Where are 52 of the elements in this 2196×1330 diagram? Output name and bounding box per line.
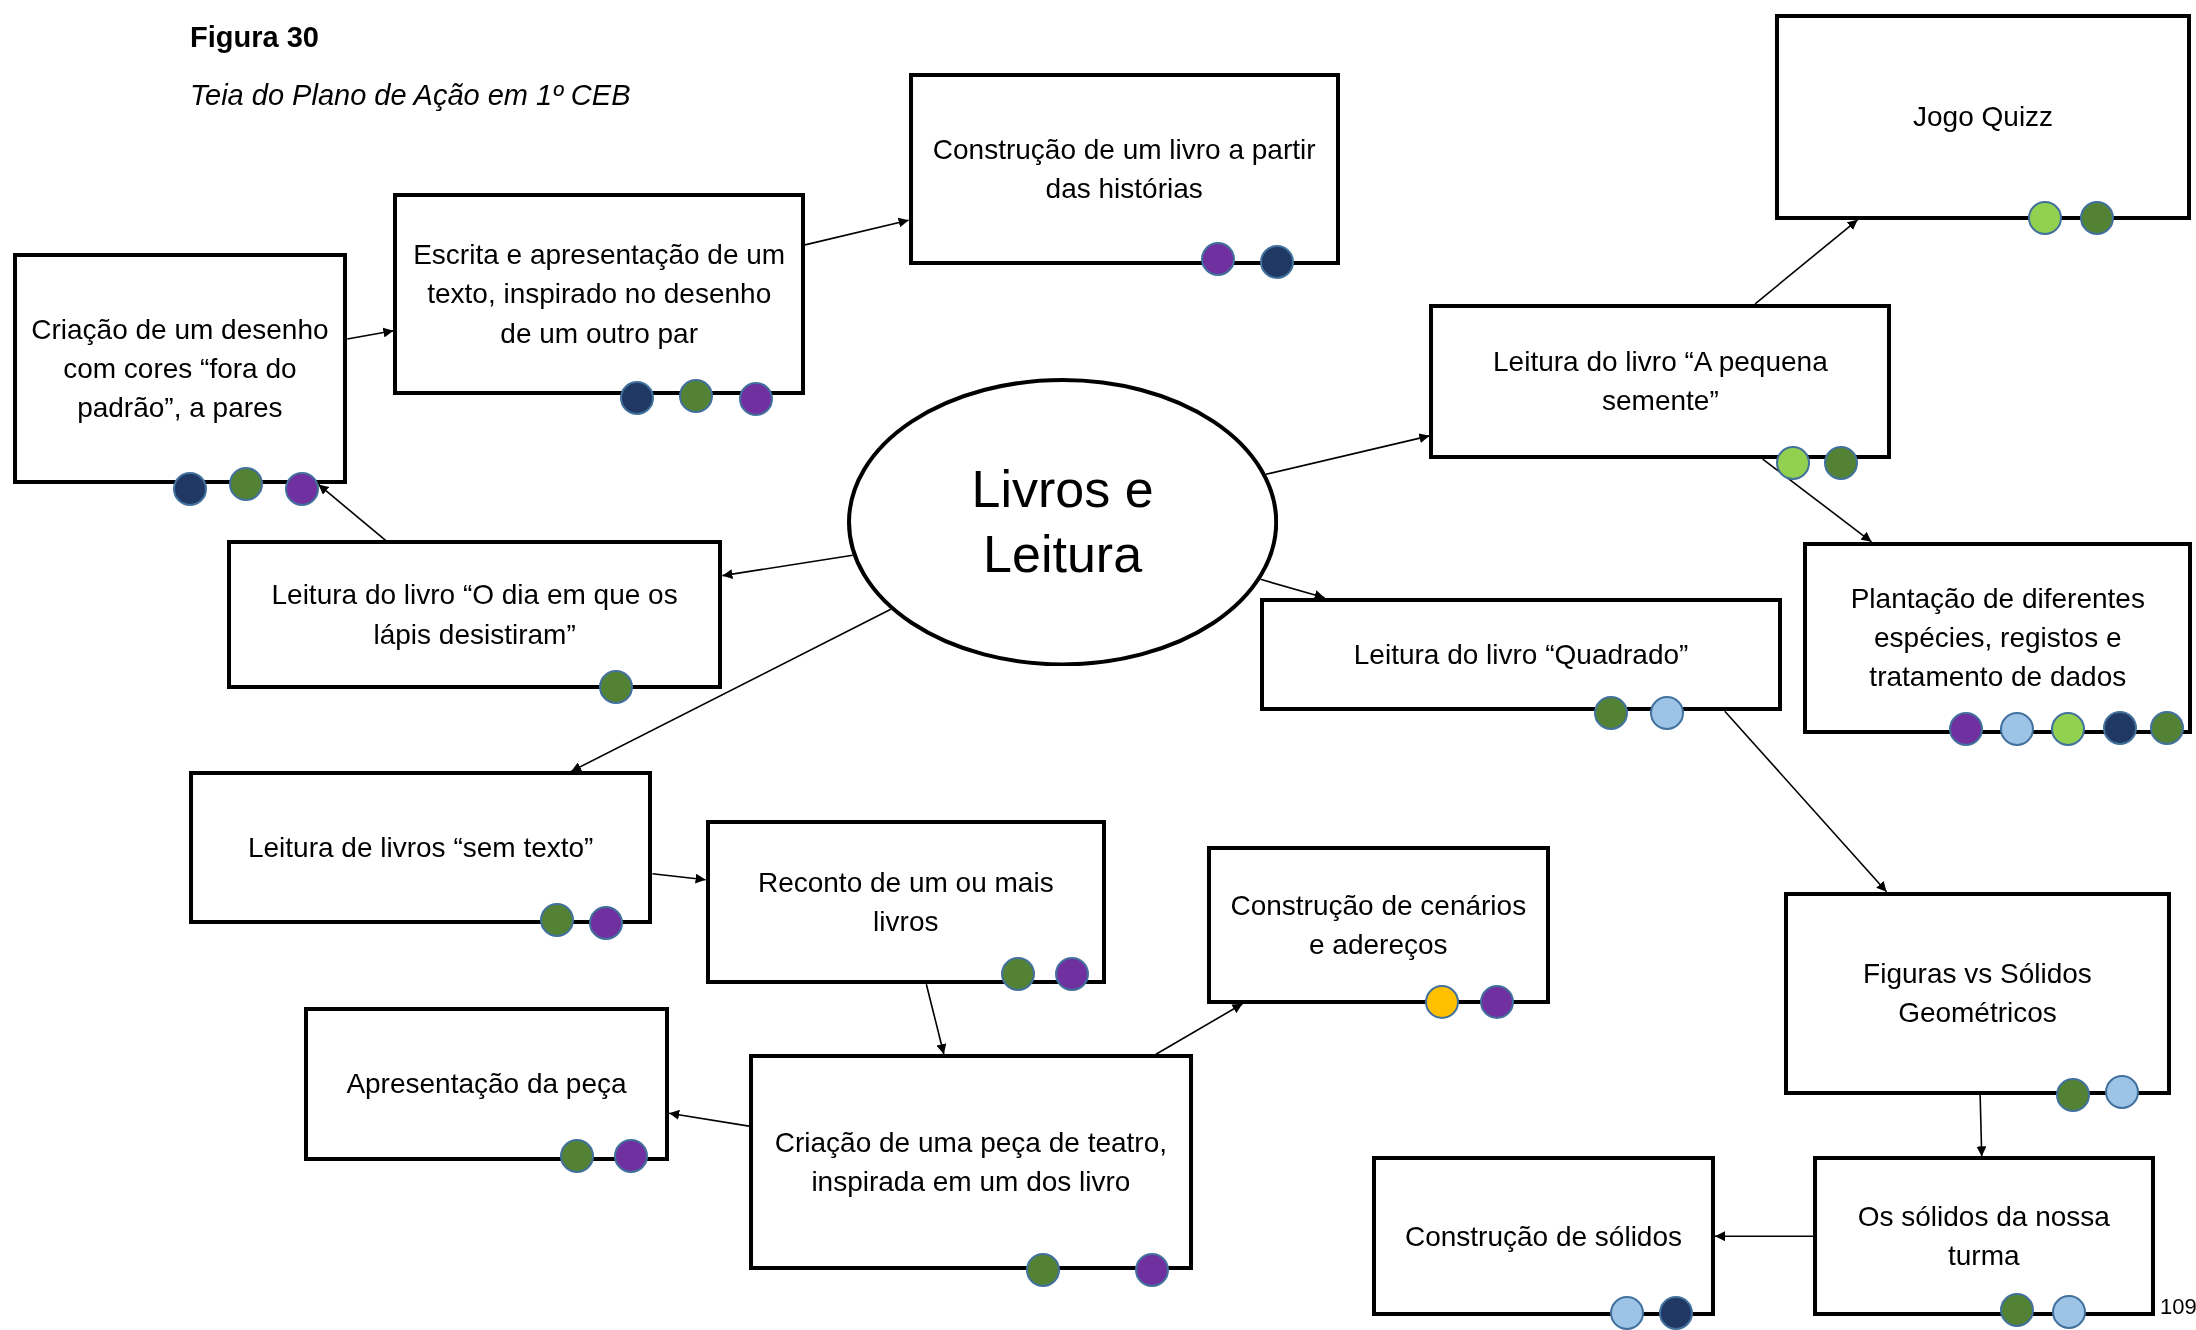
activity-text: Reconto de um ou mais livros — [756, 866, 1055, 940]
activity-text: Escrita e apresentação de um texto, inspirado no desenho de um outro par — [412, 238, 787, 351]
activity-box — [12, 253, 348, 485]
arrow — [1259, 578, 1326, 600]
arrow — [804, 217, 910, 246]
page-number: 109 — [2160, 1293, 2196, 1321]
activity-box — [908, 72, 1340, 265]
activity-text: Figuras vs Sólidos Geométricos — [1862, 957, 2093, 1031]
arrow — [1724, 710, 1888, 893]
figure-caption: Teia do Plano de Ação em 1º CEB — [190, 78, 631, 113]
arrow — [925, 983, 947, 1055]
activity-text: Apresentação da peça — [346, 1067, 627, 1101]
arrow — [1754, 219, 1859, 305]
activity-box — [393, 193, 805, 395]
activity-box — [1372, 1156, 1715, 1316]
activity-box — [749, 1054, 1193, 1270]
activity-box — [303, 1006, 670, 1161]
arrow — [651, 873, 707, 884]
activity-box — [1803, 541, 2193, 734]
activity-text: Criação de uma peça de teatro, inspirada em um dos livro — [773, 1125, 1168, 1199]
activity-text: Leitura do livro “A pequena semente” — [1492, 345, 1829, 419]
topic-text: Livros e Leitura — [970, 459, 1155, 586]
figure-title: Figura 30 — [190, 20, 319, 55]
activity-text: Construção de cenários e adereços — [1229, 888, 1528, 962]
activity-box — [1206, 845, 1550, 1004]
activity-text: Construção de sólidos — [1404, 1219, 1682, 1254]
arrow — [346, 327, 395, 340]
arrow — [1761, 458, 1873, 543]
topic-ellipse — [847, 378, 1279, 667]
activity-box — [705, 820, 1106, 985]
activity-text: Os sólidos da nossa turma — [1856, 1200, 2111, 1274]
arrow — [1714, 1231, 1814, 1242]
activity-box — [1429, 303, 1892, 460]
activity-box — [1775, 14, 2191, 220]
arrow — [1265, 433, 1431, 476]
activity-text: Criação de um desenho com cores “fora do padrão”, a pares — [30, 313, 330, 426]
activity-box — [189, 771, 653, 924]
activity-box — [1783, 891, 2172, 1095]
activity-box — [226, 540, 723, 689]
arrow — [1976, 1094, 1987, 1158]
arrow — [1155, 1003, 1244, 1055]
arrow — [721, 554, 854, 580]
arrow — [668, 1109, 750, 1127]
arrow — [570, 608, 892, 773]
activity-text: Leitura do livro “Quadrado” — [1353, 637, 1689, 672]
activity-text: Construção de um livro a partir das histórias — [931, 132, 1317, 206]
activity-text: Leitura do livro “O dia em que os lápis desistiram” — [270, 578, 679, 652]
activity-text: Jogo Quizz — [1913, 100, 2054, 135]
activity-text: Leitura de livros “sem texto” — [247, 831, 594, 866]
activity-box — [1813, 1156, 2155, 1316]
activity-box — [1260, 597, 1783, 712]
activity-text: Plantação de diferentes espécies, registos e tratamento de dados — [1849, 581, 2146, 695]
